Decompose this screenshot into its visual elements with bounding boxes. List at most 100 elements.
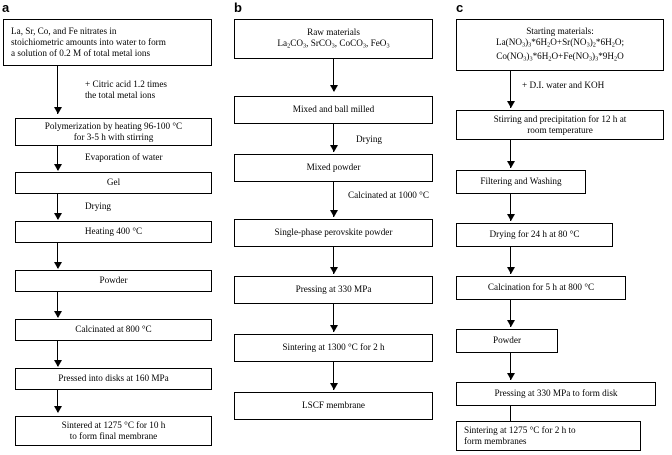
- node-b5-text: Pressing at 330 MPa: [295, 284, 372, 295]
- arrowhead-c2-c3: [507, 161, 515, 168]
- connector-c7-c8: [510, 406, 511, 428]
- arrowhead-a1-a2: [54, 107, 62, 114]
- arrowhead-a7-a8: [54, 406, 62, 413]
- connector-a3-a4: [57, 194, 58, 219]
- node-c1-title: Starting materials:: [526, 25, 594, 36]
- arrowhead-c5-c6: [507, 320, 515, 327]
- panel-a-label: a: [2, 0, 10, 15]
- node-a8: Sintered at 1275 °C for 10 h to form fin…: [15, 416, 212, 446]
- node-a4-text: Heating 400 °C: [84, 226, 143, 237]
- connector-b1-b2: [333, 59, 334, 91]
- node-c3: Filtering and Washing: [456, 170, 586, 194]
- node-c1-text: Starting materials:La(NO3)3*6H2O+Sr(NO3)…: [460, 26, 660, 64]
- connector-c2-c3: [510, 140, 511, 168]
- node-a8-text: Sintered at 1275 °C for 10 h to form fin…: [61, 419, 166, 441]
- node-b4-text: Single-phase perovskite powder: [274, 227, 393, 238]
- node-c3-text: Filtering and Washing: [480, 176, 562, 187]
- node-c1: Starting materials:La(NO3)3*6H2O+Sr(NO3)…: [456, 19, 664, 71]
- connector-b3-b4: [333, 182, 334, 217]
- panel-c: c Starting materials:La(NO3)3*6H2O+Sr(NO…: [448, 0, 672, 455]
- node-c4: Drying for 24 h at 80 °C: [456, 223, 613, 247]
- edge-label-b2-b3: Drying: [356, 134, 383, 144]
- node-a1: La, Sr, Co, and Fe nitrates in stoichiom…: [3, 19, 212, 66]
- connector-c6-c7: [510, 353, 511, 380]
- node-b6: Sintering at 1300 °C for 2 h: [234, 334, 433, 362]
- edge-label-a2-a3: Evaporation of water: [85, 152, 163, 162]
- arrowhead-a6-a7: [54, 360, 62, 367]
- node-a5: Powder: [15, 270, 212, 292]
- node-a3: Gel: [15, 172, 212, 194]
- connector-a6-a7: [57, 341, 58, 366]
- arrowhead-a5-a6: [54, 311, 62, 318]
- connector-c4-c5: [510, 247, 511, 274]
- node-c8: Sintering at 1275 °C for 2 h to form mem…: [456, 421, 641, 451]
- node-a5-text: Powder: [99, 275, 128, 286]
- connector-c3-c4: [510, 194, 511, 221]
- node-c1-formula-line2: Co(NO3)3*6H2O+Fe(NO3)3*9H2O: [496, 50, 624, 62]
- arrowhead-c6-c7: [507, 373, 515, 380]
- connector-b4-b5: [333, 247, 334, 274]
- connector-c5-c6: [510, 300, 511, 327]
- arrowhead-b3-b4: [330, 210, 338, 217]
- node-b2: Mixed and ball milled: [234, 96, 433, 124]
- node-a6-text: Calcinated at 800 °C: [75, 324, 152, 335]
- arrowhead-b6-b7: [330, 383, 338, 390]
- node-c5: Calcination for 5 h at 800 °C: [456, 276, 626, 300]
- node-b4: Single-phase perovskite powder: [234, 219, 433, 247]
- node-a7: Pressed into disks at 160 MPa: [15, 368, 212, 390]
- connector-b5-b6: [333, 304, 334, 332]
- node-b3-text: Mixed powder: [306, 162, 361, 173]
- node-a1-text: La, Sr, Co, and Fe nitrates in stoichiom…: [11, 25, 166, 59]
- node-c6: Powder: [456, 329, 558, 353]
- connector-b6-b7: [333, 362, 334, 390]
- connector-a1-a2: [57, 66, 58, 114]
- arrowhead-c4-c5: [507, 267, 515, 274]
- node-b7-text: LSCF membrane: [301, 400, 366, 411]
- node-b1-formula: La2CO3, SrCO3, CoCO3, FeO3: [277, 37, 390, 50]
- panel-b-label: b: [234, 0, 242, 15]
- arrowhead-b5-b6: [330, 325, 338, 332]
- node-a6: Calcinated at 800 °C: [15, 319, 212, 341]
- node-b2-text: Mixed and ball milled: [292, 104, 375, 115]
- node-b7: LSCF membrane: [234, 392, 433, 420]
- node-a2-text: Polymerization by heating 96-100 °C for …: [44, 120, 183, 142]
- node-c2: Stirring and precipitation for 12 h at r…: [456, 110, 664, 140]
- node-b1-title: Raw materials: [307, 26, 360, 37]
- panel-a: a La, Sr, Co, and Fe nitrates in stoichi…: [0, 0, 224, 455]
- node-b3: Mixed powder: [234, 154, 433, 182]
- edge-label-a1-a2: + Citric acid 1.2 times the total metal …: [85, 79, 167, 101]
- node-b6-text: Sintering at 1300 °C for 2 h: [282, 342, 385, 353]
- connector-a7-a8: [57, 390, 58, 412]
- node-a4: Heating 400 °C: [15, 221, 212, 243]
- connector-a5-a6: [57, 292, 58, 317]
- connector-c1-c2: [510, 71, 511, 108]
- edge-label-b3-b4: Calcinated at 1000 °C: [348, 190, 429, 200]
- edge-label-c1-c2: + D.I. water and KOH: [522, 80, 605, 90]
- node-a7-text: Pressed into disks at 160 MPa: [58, 373, 169, 384]
- arrowhead-b4-b5: [330, 267, 338, 274]
- node-a3-text: Gel: [106, 177, 121, 188]
- connector-a4-a5: [57, 243, 58, 268]
- node-c4-text: Drying for 24 h at 80 °C: [489, 229, 580, 240]
- node-c2-text: Stirring and precipitation for 12 h at r…: [493, 113, 627, 135]
- node-b5: Pressing at 330 MPa: [234, 276, 433, 304]
- node-a2: Polymerization by heating 96-100 °C for …: [15, 118, 212, 146]
- node-c6-text: Powder: [492, 335, 522, 346]
- node-c5-text: Calcination for 5 h at 800 °C: [487, 282, 595, 293]
- arrowhead-b1-b2: [330, 85, 338, 92]
- arrowhead-b2-b3: [330, 145, 338, 152]
- node-c7: Pressing at 330 MPa to form disk: [456, 382, 656, 406]
- connector-a2-a3: [57, 146, 58, 170]
- arrowhead-a4-a5: [54, 262, 62, 269]
- node-c8-text: Sintering at 1275 °C for 2 h to form mem…: [464, 424, 576, 446]
- arrowhead-a2-a3: [54, 164, 62, 171]
- edge-label-a3-a4: Drying: [85, 201, 112, 211]
- node-c7-text: Pressing at 330 MPa to form disk: [494, 388, 618, 399]
- arrowhead-a3-a4: [54, 213, 62, 220]
- connector-b2-b3: [333, 124, 334, 152]
- arrowhead-c1-c2: [507, 101, 515, 108]
